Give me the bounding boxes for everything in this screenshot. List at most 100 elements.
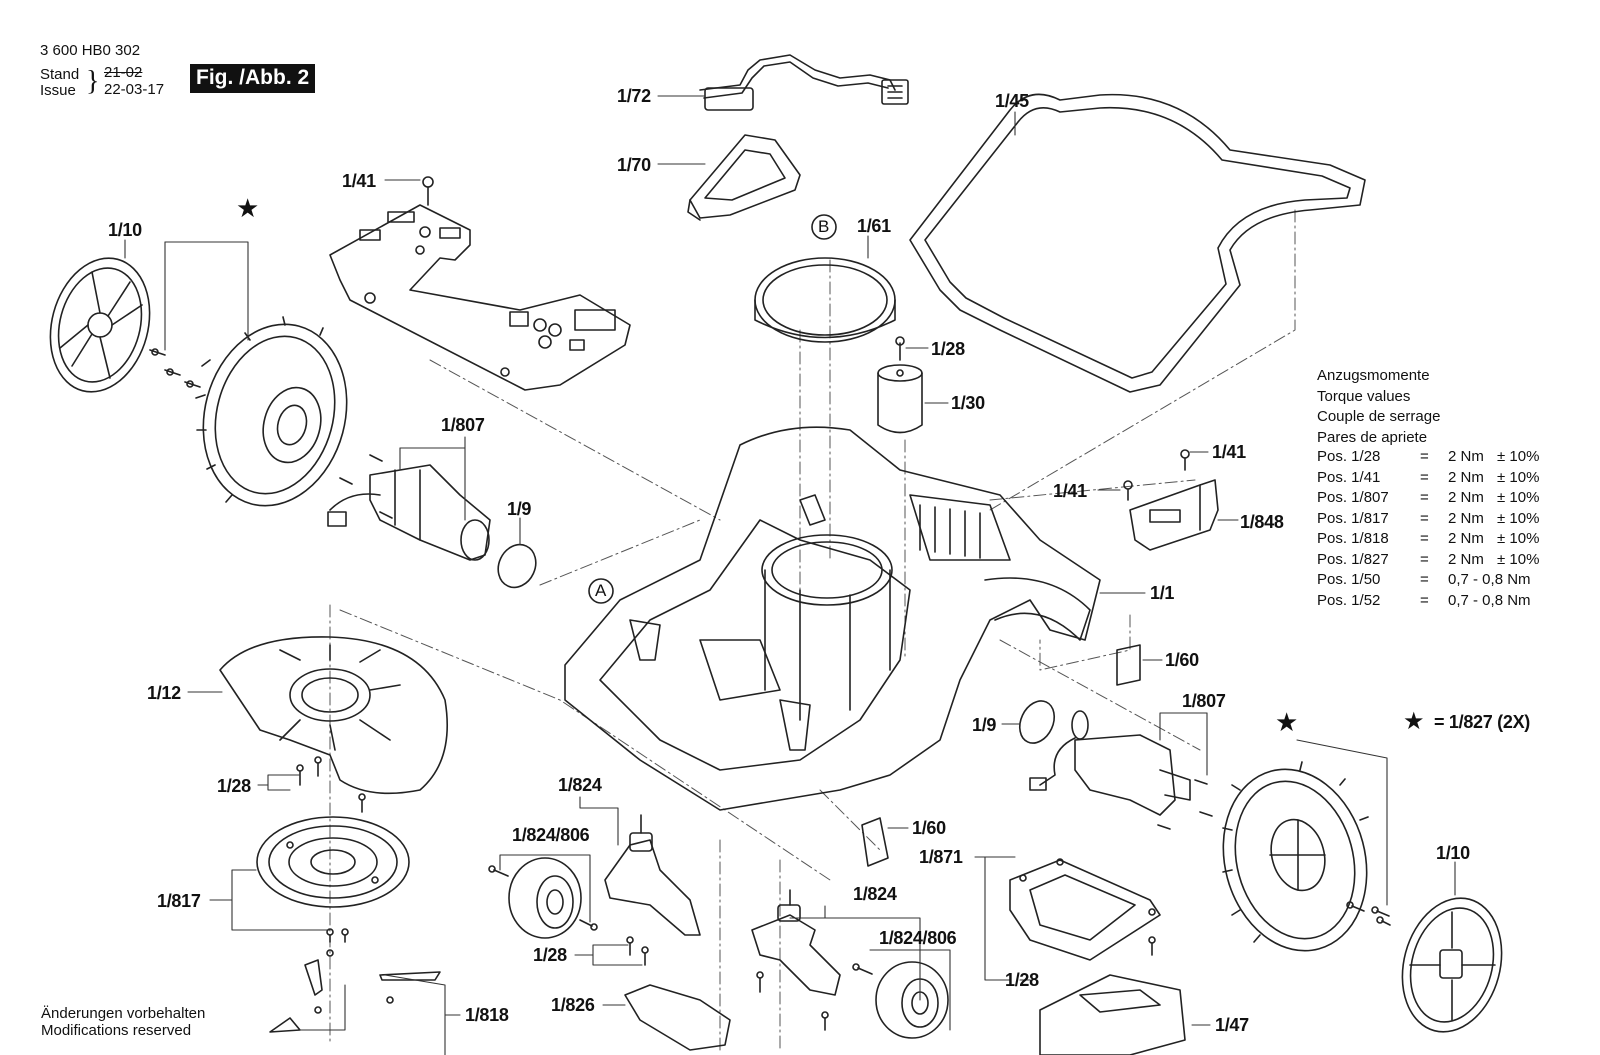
torque-title-es: Pares de apriete (1317, 428, 1428, 446)
detail-b-circle (811, 214, 837, 240)
part-label-1-824: 1/824 (853, 884, 897, 904)
part-label-1-1: 1/1 (1150, 583, 1175, 603)
part-number: 3 600 HB0 302 (40, 42, 141, 59)
part-label-1-10: 1/10 (1436, 843, 1470, 863)
part-label-1-28: 1/28 (931, 339, 965, 359)
left-drive-wheel (195, 316, 348, 507)
wheel-screws (149, 348, 201, 388)
torque-title-de: Anzugsmomente (1317, 367, 1430, 384)
torque-title-fr: Couple de serrage (1317, 408, 1441, 425)
part-label-1-807: 1/807 (441, 415, 485, 435)
torque-row: Pos. 1/818=2 Nm± 10% (1317, 530, 1540, 547)
part-label-1-28: 1/28 (533, 945, 567, 965)
stand-label: Stand (40, 66, 80, 83)
part-label-1-47: 1/47 (1215, 1015, 1249, 1035)
detail-a-circle (588, 578, 614, 604)
front-wheel-left (488, 857, 598, 939)
part-label-1-12: 1/12 (147, 683, 181, 703)
battery-pack-part (1039, 974, 1186, 1055)
part-label-1-817: 1/817 (157, 891, 201, 911)
issue-label: Issue (40, 82, 76, 99)
left-drive-motor (327, 454, 491, 561)
chassis-housing (564, 426, 1101, 811)
link-bracket-part (624, 984, 731, 1051)
part-label-1-871: 1/871 (919, 847, 963, 867)
battery-cover-part (1009, 858, 1161, 961)
right-wheel-screws (1346, 901, 1391, 926)
assembly-lines (329, 209, 1296, 1051)
main-circuit-board (329, 204, 631, 391)
note-changes-en: Modifications reserved (41, 1022, 192, 1039)
part-label-1-10: 1/10 (108, 220, 142, 240)
leader-lines (124, 95, 1456, 1055)
legend-star-meaning: = 1/827 (2X) (1434, 712, 1530, 732)
detail-b-label: B (818, 217, 830, 236)
issue-date: 22-03-17 (104, 81, 165, 98)
part-label-1-30: 1/30 (951, 393, 985, 413)
part-label-1-45: 1/45 (995, 91, 1029, 111)
torque-table: Anzugsmomente Torque values Couple de se… (1317, 366, 1539, 618)
star-icon: ★ (236, 193, 260, 223)
part-label-1-61: 1/61 (857, 216, 891, 236)
brace-icon: } (86, 66, 100, 97)
part-label-1-9: 1/9 (507, 499, 532, 519)
small-screws (1123, 449, 1190, 501)
part-label-1-28: 1/28 (217, 776, 251, 796)
blade-guard-part (219, 636, 448, 795)
left-wheel-cap (49, 257, 151, 393)
front-caster-left (604, 814, 701, 936)
torque-row: Pos. 1/807=2 Nm± 10% (1317, 489, 1540, 506)
star-icon: ★ (1275, 707, 1299, 737)
stand-old-date: 21-02 (104, 64, 143, 81)
part-label-1-60: 1/60 (912, 818, 946, 838)
right-wheel-cap (1401, 897, 1503, 1033)
part-label-1-41: 1/41 (1053, 481, 1087, 501)
sensor-board-part (1129, 479, 1219, 551)
front-wheel-right (756, 961, 949, 1039)
torque-row: Pos. 1/817=2 Nm± 10% (1317, 509, 1540, 527)
right-o-ring (1018, 700, 1056, 744)
front-caster-right (751, 889, 841, 996)
torque-row: Pos. 1/41=2 Nm± 10% (1317, 468, 1540, 486)
detail-a-label: A (595, 581, 607, 600)
screw-part (422, 176, 434, 206)
figure-label: Fig. /Abb. 2 (190, 64, 316, 93)
note-changes-de: Änderungen vorbehalten (41, 1005, 206, 1022)
torque-row: Pos. 1/50=0,7 - 0,8 Nm (1317, 571, 1531, 588)
part-label-1-70: 1/70 (617, 155, 651, 175)
part-label-1-41: 1/41 (342, 171, 376, 191)
part-label-1-824-806: 1/824/806 (879, 928, 957, 948)
cable-harness-part (699, 54, 909, 111)
part-label-1-824-806: 1/824/806 (512, 825, 590, 845)
sleeve-part (877, 336, 923, 434)
part-label-1-826: 1/826 (551, 995, 595, 1015)
part-label-1-72: 1/72 (617, 86, 651, 106)
right-drive-wheel (1222, 761, 1369, 952)
legend-star-icon: ★ (1403, 708, 1425, 735)
right-cover-clip (1116, 644, 1141, 686)
cutting-blades (269, 959, 441, 1033)
part-label-1-807: 1/807 (1182, 691, 1226, 711)
part-label-1-60: 1/60 (1165, 650, 1199, 670)
guard-screws (296, 756, 366, 813)
torque-row: Pos. 1/28=2 Nm± 10% (1317, 448, 1540, 465)
seal-ring-part (754, 257, 896, 343)
torque-row: Pos. 1/827=2 Nm± 10% (1317, 550, 1540, 568)
part-label-1-41: 1/41 (1212, 442, 1246, 462)
part-label-1-28: 1/28 (1005, 970, 1039, 990)
torque-title-en: Torque values (1317, 387, 1411, 405)
part-label-1-824: 1/824 (558, 775, 602, 795)
part-label-1-9: 1/9 (972, 715, 997, 735)
mid-cover-clip (861, 817, 889, 867)
bumper-frame-part (909, 93, 1366, 393)
left-o-ring (497, 543, 537, 589)
part-label-1-818: 1/818 (465, 1005, 509, 1025)
display-housing-part (687, 134, 801, 221)
torque-row: Pos. 1/52=0,7 - 0,8 Nm (1317, 591, 1531, 609)
torque-rows: Pos. 1/28=2 Nm± 10% Pos. 1/41=2 Nm± 10% … (1317, 448, 1539, 618)
part-label-1-848: 1/848 (1240, 512, 1284, 532)
caster-screws (626, 936, 649, 966)
blade-disc-part (256, 816, 410, 957)
